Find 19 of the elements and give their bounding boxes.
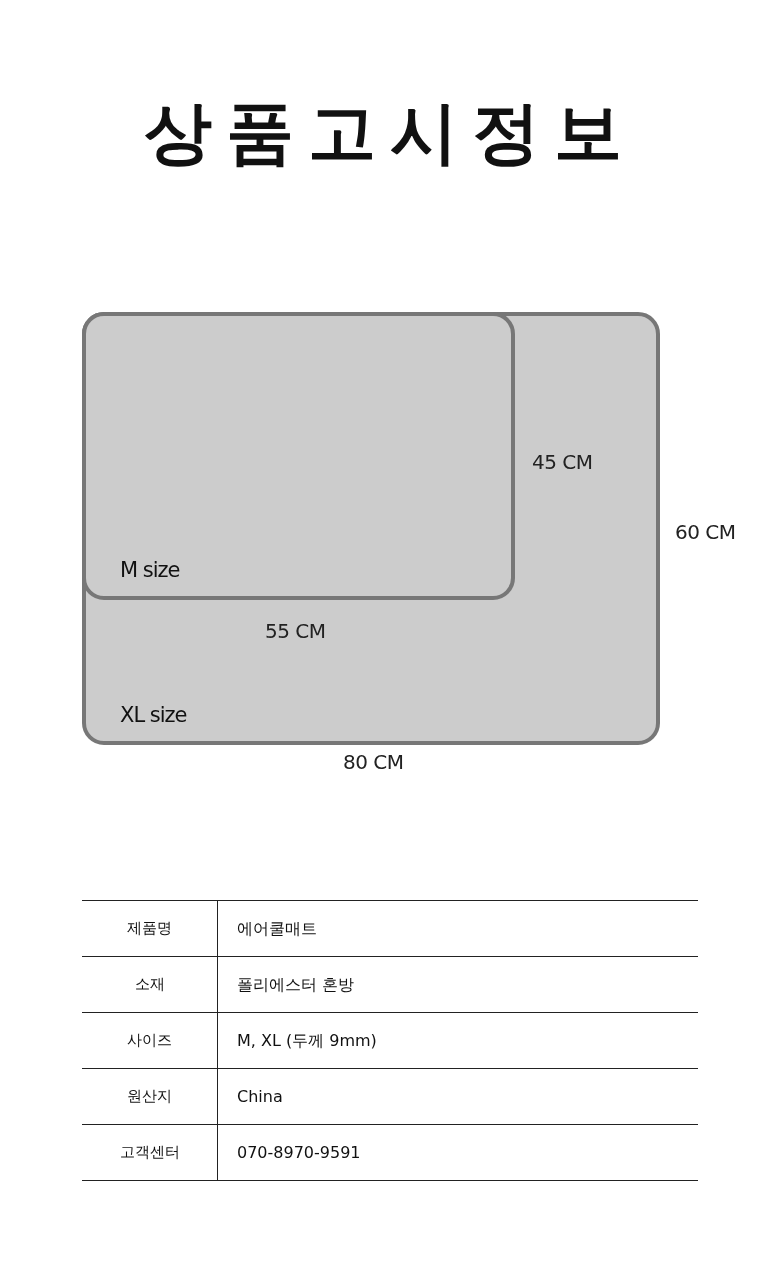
table-cell: 폴리에스터 혼방 [217, 957, 698, 1012]
table-cell: China [217, 1069, 698, 1124]
page-title: 상품고시정보 [143, 92, 637, 174]
table-header-cell-text: 사이즈 [126, 1031, 173, 1050]
dimension-label: 60 CM [675, 520, 736, 544]
table-header-cell-text: 고객센터 [118, 1143, 181, 1162]
table-header-cell-text: 제품명 [126, 919, 173, 938]
dimension-label: 45 CM [532, 450, 593, 474]
table-cell: 070-8970-9591 [217, 1125, 698, 1180]
size-label: XL size [120, 703, 187, 727]
m-mat-outline [82, 312, 515, 600]
table-header-cell-text: 원산지 [126, 1087, 173, 1106]
table-cell: M, XL (두께 9mm) [217, 1013, 698, 1068]
dimension-label: 55 CM [265, 619, 326, 643]
dimension-label: 80 CM [343, 750, 404, 774]
xl-mat-outline [82, 312, 660, 745]
table-header-cell-text: 소재 [133, 975, 166, 994]
size-label: M size [120, 558, 180, 582]
table-cell: 에어쿨매트 [217, 901, 698, 956]
